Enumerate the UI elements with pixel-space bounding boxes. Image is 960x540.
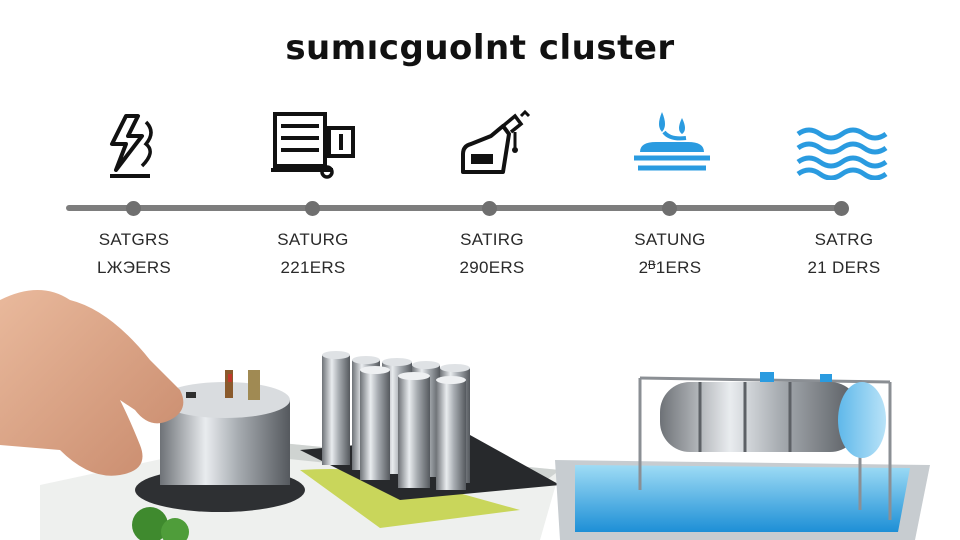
step-label-line1: SATUNG [634,230,706,249]
rack-cart-icon [271,112,355,179]
timeline-node [305,201,320,216]
water-waves-icon [796,127,888,180]
step-label: SATGRS LЖЭERS [54,226,214,282]
page-title: sumıcguolnt cluster [285,28,675,68]
step-label: SATURG 221ERS [233,226,393,282]
cylinder-cluster [300,351,560,500]
step-label-line2: 21 DERS [807,258,881,277]
step-label-line2: 290ERS [459,258,525,277]
step-label: SATIRG 290ERS [412,226,572,282]
lightning-bolt-icon [110,114,153,178]
tank-valve-icon [461,109,531,174]
step-label-line2: 2ᴯ1ERS [638,258,702,277]
step-label-line1: SATGRS [98,230,170,249]
timeline-node [482,201,497,216]
step-label-line1: SATRG [814,230,874,249]
equipment-illustration [0,290,930,540]
step-label-line1: SATURG [277,230,349,249]
cylinder-unit [135,370,305,512]
timeline-node [662,201,677,216]
timeline-node [834,201,849,216]
process-timeline [66,205,848,211]
cooling-pool [555,372,930,540]
water-drop-pool-icon [634,112,710,171]
step-label-line2: 221ERS [280,258,346,277]
step-label: SATUNG 2ᴯ1ERS [590,226,750,282]
hand [0,290,184,476]
step-label-line2: LЖЭERS [96,258,172,277]
timeline-node [126,201,141,216]
step-label: SATRG 21 DERS [764,226,924,282]
step-label-line1: SATIRG [460,230,524,249]
